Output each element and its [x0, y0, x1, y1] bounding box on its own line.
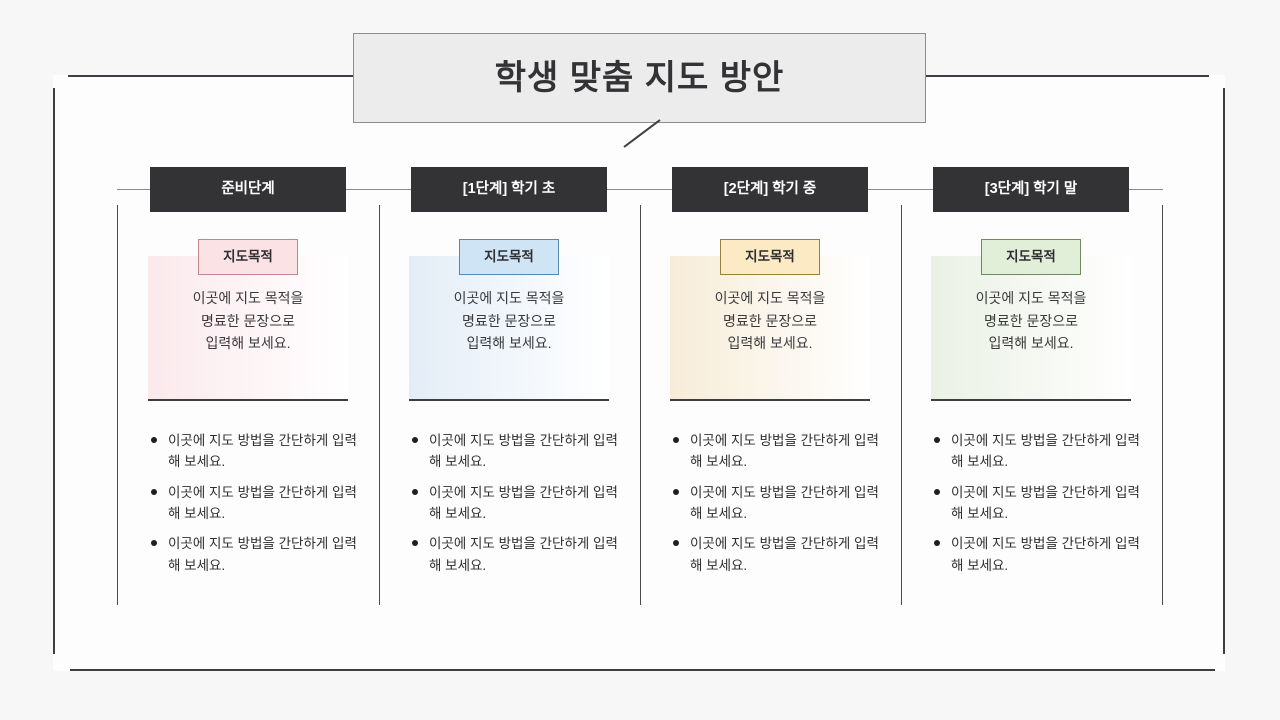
stage-header-label: [2단계] 학기 중 [723, 181, 817, 198]
stage-header-label: [3단계] 학기 말 [984, 181, 1078, 198]
purpose-badge-0[interactable]: 지도목적 [198, 239, 298, 275]
list-item[interactable]: 이곳에 지도 방법을 간단하게 입력해 보세요. [148, 533, 363, 576]
stage-header-label: 준비단계 [221, 181, 275, 198]
list-item-label: 이곳에 지도 방법을 간단하게 입력해 보세요. [690, 484, 879, 521]
stage-header-chip-1[interactable]: [1단계] 학기 초 [411, 167, 607, 212]
bullet-dot-icon [151, 437, 157, 443]
stage-header-chip-2[interactable]: [2단계] 학기 중 [672, 167, 868, 212]
method-bullet-list-1: 이곳에 지도 방법을 간단하게 입력해 보세요. 이곳에 지도 방법을 간단하게 … [409, 430, 624, 585]
purpose-underline [670, 399, 870, 401]
stage-header-chip-3[interactable]: [3단계] 학기 말 [933, 167, 1129, 212]
speech-bubble-tail-icon [623, 119, 661, 148]
method-bullet-list-2: 이곳에 지도 방법을 간단하게 입력해 보세요. 이곳에 지도 방법을 간단하게 … [670, 430, 885, 585]
header-connector-rule [117, 189, 1163, 190]
purpose-panel [409, 256, 609, 399]
list-item-label: 이곳에 지도 방법을 간단하게 입력해 보세요. [168, 484, 357, 521]
bullet-dot-icon [673, 488, 679, 495]
purpose-panel [931, 256, 1131, 399]
column-edge-left [117, 205, 118, 605]
bullet-dot-icon [412, 488, 418, 495]
bullet-dot-icon [151, 540, 157, 547]
purpose-panel [148, 256, 348, 399]
bullet-dot-icon [934, 540, 940, 547]
method-bullet-list-0: 이곳에 지도 방법을 간단하게 입력해 보세요. 이곳에 지도 방법을 간단하게 … [148, 430, 363, 585]
column-divider-2 [640, 205, 641, 605]
purpose-panel [670, 256, 870, 399]
frame-line-left [53, 88, 55, 654]
bullet-dot-icon [673, 437, 679, 443]
list-item-label: 이곳에 지도 방법을 간단하게 입력해 보세요. [690, 536, 879, 573]
purpose-badge-label: 지도목적 [484, 249, 534, 265]
list-item[interactable]: 이곳에 지도 방법을 간단하게 입력해 보세요. [931, 533, 1146, 576]
list-item[interactable]: 이곳에 지도 방법을 간단하게 입력해 보세요. [670, 430, 885, 473]
list-item[interactable]: 이곳에 지도 방법을 간단하게 입력해 보세요. [409, 533, 624, 576]
list-item[interactable]: 이곳에 지도 방법을 간단하게 입력해 보세요. [670, 482, 885, 525]
purpose-underline [409, 399, 609, 401]
stage-header-label: [1단계] 학기 초 [462, 181, 556, 198]
page-title: 학생 맞춤 지도 방안 [494, 59, 785, 97]
list-item-label: 이곳에 지도 방법을 간단하게 입력해 보세요. [429, 536, 618, 573]
list-item[interactable]: 이곳에 지도 방법을 간단하게 입력해 보세요. [931, 430, 1146, 473]
list-item-label: 이곳에 지도 방법을 간단하게 입력해 보세요. [168, 433, 357, 470]
method-bullet-list-3: 이곳에 지도 방법을 간단하게 입력해 보세요. 이곳에 지도 방법을 간단하게 … [931, 430, 1146, 585]
bullet-dot-icon [934, 488, 940, 495]
bullet-dot-icon [151, 488, 157, 495]
bullet-dot-icon [412, 437, 418, 443]
column-divider-3 [901, 205, 902, 605]
purpose-badge-2[interactable]: 지도목적 [720, 239, 820, 275]
frame-line-bottom [70, 669, 1215, 671]
list-item-label: 이곳에 지도 방법을 간단하게 입력해 보세요. [429, 433, 618, 470]
bullet-dot-icon [412, 540, 418, 547]
purpose-badge-1[interactable]: 지도목적 [459, 239, 559, 275]
slide-title-box[interactable]: 학생 맞춤 지도 방안 [353, 33, 926, 123]
list-item[interactable]: 이곳에 지도 방법을 간단하게 입력해 보세요. [931, 482, 1146, 525]
list-item-label: 이곳에 지도 방법을 간단하게 입력해 보세요. [951, 536, 1140, 573]
list-item-label: 이곳에 지도 방법을 간단하게 입력해 보세요. [951, 484, 1140, 521]
column-divider-1 [379, 205, 380, 605]
list-item-label: 이곳에 지도 방법을 간단하게 입력해 보세요. [429, 484, 618, 521]
list-item[interactable]: 이곳에 지도 방법을 간단하게 입력해 보세요. [148, 482, 363, 525]
frame-line-right [1223, 88, 1225, 654]
column-edge-right [1162, 205, 1163, 605]
purpose-badge-3[interactable]: 지도목적 [981, 239, 1081, 275]
purpose-underline [931, 399, 1131, 401]
bullet-dot-icon [934, 437, 940, 443]
purpose-badge-label: 지도목적 [223, 249, 273, 265]
list-item[interactable]: 이곳에 지도 방법을 간단하게 입력해 보세요. [670, 533, 885, 576]
list-item[interactable]: 이곳에 지도 방법을 간단하게 입력해 보세요. [409, 430, 624, 473]
stage-header-chip-0[interactable]: 준비단계 [150, 167, 346, 212]
list-item-label: 이곳에 지도 방법을 간단하게 입력해 보세요. [690, 433, 879, 470]
list-item[interactable]: 이곳에 지도 방법을 간단하게 입력해 보세요. [148, 430, 363, 473]
list-item-label: 이곳에 지도 방법을 간단하게 입력해 보세요. [951, 433, 1140, 470]
purpose-underline [148, 399, 348, 401]
bullet-dot-icon [673, 540, 679, 547]
purpose-badge-label: 지도목적 [745, 249, 795, 265]
list-item-label: 이곳에 지도 방법을 간단하게 입력해 보세요. [168, 536, 357, 573]
list-item[interactable]: 이곳에 지도 방법을 간단하게 입력해 보세요. [409, 482, 624, 525]
purpose-badge-label: 지도목적 [1006, 249, 1056, 265]
